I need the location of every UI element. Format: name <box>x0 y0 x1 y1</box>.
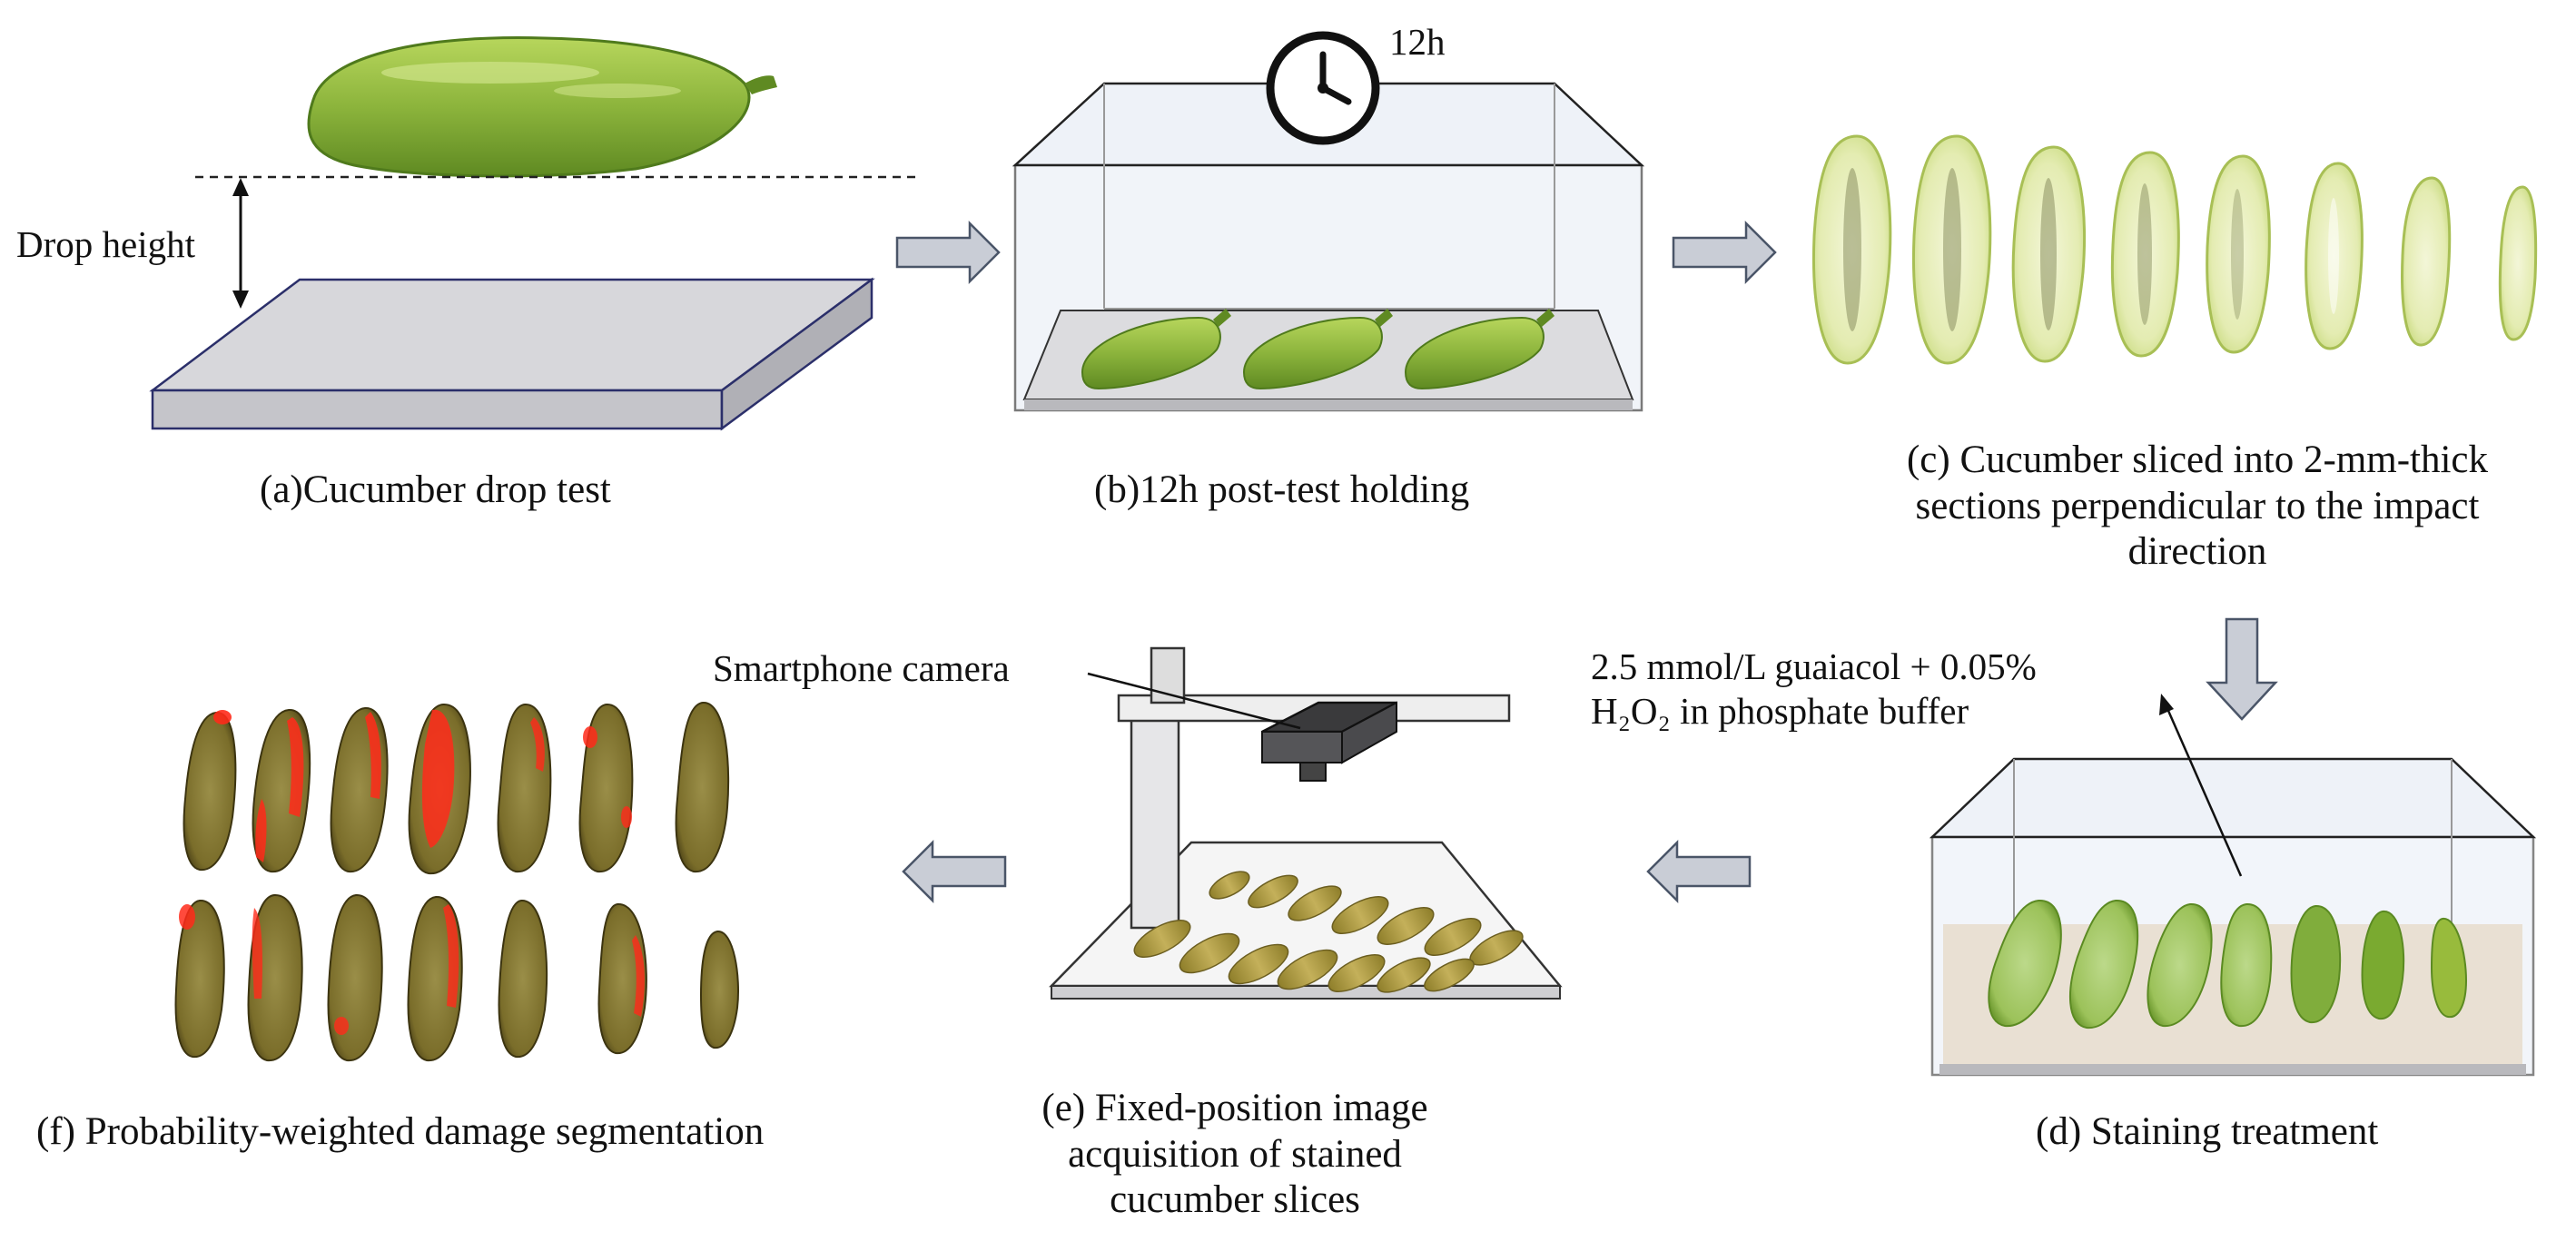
caption-e-line-1: (e) Fixed-position image <box>1041 1087 1428 1129</box>
stained-slice <box>2361 910 2405 1020</box>
flow-arrow-icon <box>1672 220 1777 285</box>
caption-f: (f) Probability-weighted damage segmenta… <box>36 1110 765 1153</box>
flow-arrow-icon <box>1646 839 1752 904</box>
panel-a-drop-test <box>149 36 917 431</box>
segmented-slice <box>408 703 471 875</box>
drop-height-arrow <box>232 178 249 309</box>
flow-arrow-icon <box>2206 617 2278 721</box>
segmented-slice <box>497 703 552 873</box>
cucumber-whole <box>307 36 777 178</box>
fresh-slice <box>1912 134 1992 365</box>
panel-c-fresh-slices <box>1812 134 2538 365</box>
solution-pointer-arrow <box>2159 694 2243 877</box>
stained-slice <box>2220 902 2273 1028</box>
panel-f-segmented-slices <box>174 701 740 1062</box>
smartphone-camera-label: Smartphone camera <box>713 647 1010 689</box>
caption-e-line-2: acquisition of stained <box>1068 1132 1402 1176</box>
segmented-slice <box>578 703 634 873</box>
panel-b-holding-box <box>1012 31 1645 412</box>
cucumber-in-box <box>1242 309 1393 390</box>
stained-slice <box>2069 899 2139 1029</box>
segmented-slice <box>330 706 389 873</box>
caption-c-line-3: direction <box>2127 530 2267 574</box>
drop-height-label: Drop height <box>16 223 195 265</box>
camera-label-leader-line <box>1087 672 1301 730</box>
flow-arrow-icon <box>895 220 1001 285</box>
panel-e-camera-rig <box>1049 646 1563 1000</box>
caption-b: (b)12h post-test holding <box>1094 468 1470 511</box>
clock-icon <box>1266 31 1380 145</box>
drop-platform <box>149 277 875 431</box>
caption-c: (c) Cucumber sliced into 2-mm-thick sect… <box>1816 438 2576 576</box>
caption-e-line-3: cucumber slices <box>1110 1178 1360 1222</box>
segmented-slice <box>174 899 225 1059</box>
cucumber-in-box <box>1404 309 1554 390</box>
fresh-slice <box>2011 145 2087 363</box>
fresh-slice <box>2498 185 2538 341</box>
holding-time-label: 12h <box>1389 21 1446 63</box>
stained-slice <box>2430 918 2468 1019</box>
caption-c-line-2: sections perpendicular to the impact <box>1915 484 2480 527</box>
panel-d-staining-box <box>1929 757 2537 1077</box>
fresh-slice <box>2305 162 2364 350</box>
stained-slice <box>1988 899 2062 1028</box>
cucumber-in-box <box>1081 309 1231 390</box>
segmented-slice <box>247 893 303 1062</box>
solution-label: 2.5 mmol/L guaiacol + 0.05% H₂O₂ in phos… <box>1591 645 2037 734</box>
fresh-slice <box>1812 134 1892 365</box>
smartphone-icon <box>1261 701 1397 782</box>
segmented-slice <box>407 895 463 1062</box>
caption-a: (a)Cucumber drop test <box>260 468 611 511</box>
caption-e: (e) Fixed-position image acquisition of … <box>981 1086 1489 1224</box>
fresh-slice <box>2110 151 2180 358</box>
solution-line-1: 2.5 mmol/L guaiacol + 0.05% <box>1591 645 2037 687</box>
caption-c-line-1: (c) Cucumber sliced into 2-mm-thick <box>1906 438 2489 481</box>
segmented-slice <box>498 899 548 1059</box>
flow-arrow-icon <box>902 839 1007 904</box>
slice-grid <box>1133 871 1524 993</box>
fresh-slice <box>2206 154 2271 354</box>
caption-d: (d) Staining treatment <box>2036 1110 2379 1153</box>
stained-slice <box>2147 902 2213 1028</box>
solution-line-2: H₂O₂ in phosphate buffer <box>1591 690 1969 733</box>
segmented-slice <box>597 902 647 1055</box>
segmented-slice <box>699 930 740 1049</box>
fresh-slice <box>2401 176 2452 347</box>
segmented-slice <box>183 710 237 872</box>
segmented-slice <box>327 893 383 1062</box>
stained-slice <box>2290 904 2342 1024</box>
segmented-slice <box>252 708 311 873</box>
segmented-slice <box>675 701 730 873</box>
